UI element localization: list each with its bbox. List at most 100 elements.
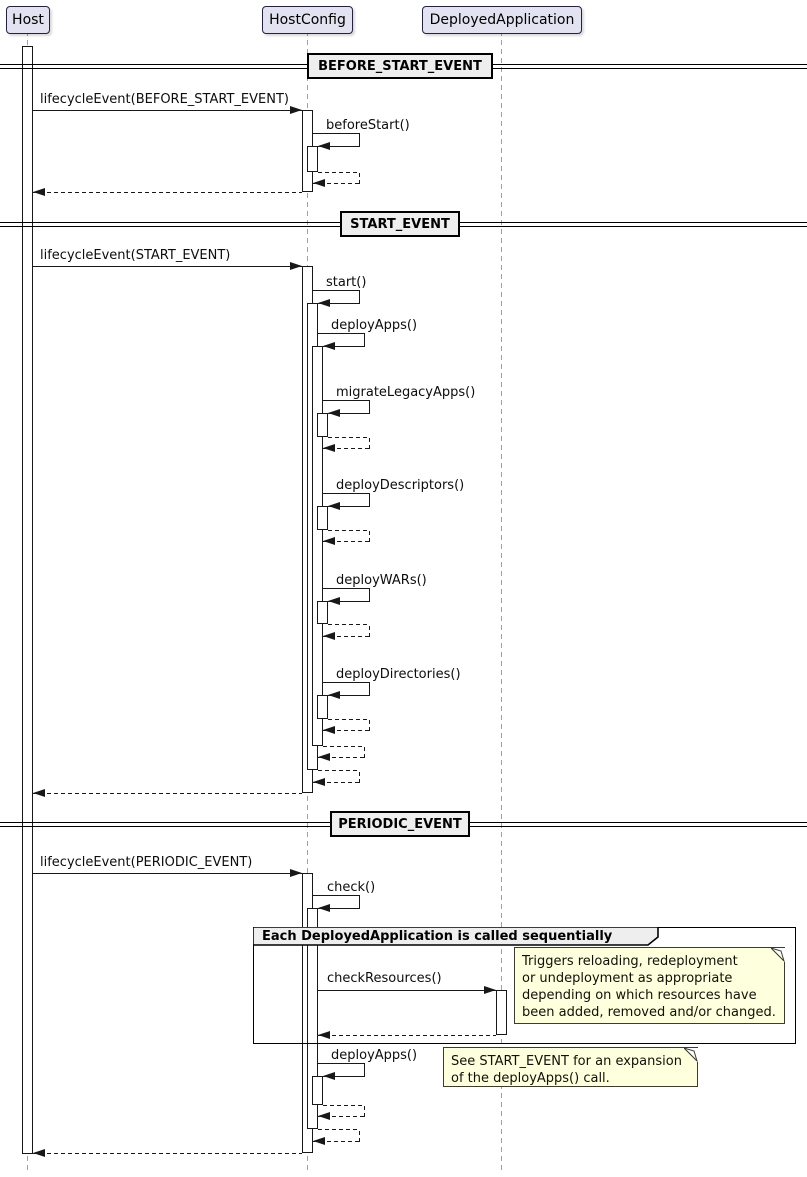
message-arrowhead [323, 1072, 335, 1080]
message-arrowhead [33, 789, 45, 797]
message-arrowhead [318, 904, 330, 912]
message-line [359, 895, 361, 909]
message-arrowhead [33, 188, 45, 196]
message-line [33, 873, 302, 875]
message-arrowhead [318, 1031, 330, 1039]
message-line [369, 493, 371, 507]
message-line [33, 110, 302, 112]
message-line [328, 506, 369, 508]
message-label: checkResources() [327, 971, 442, 986]
message-line [323, 1076, 364, 1078]
message-arrowhead [328, 691, 340, 699]
message-label: deployWARs() [336, 573, 427, 588]
message-arrowhead [323, 726, 335, 734]
message-line [364, 1063, 366, 1077]
message-line [318, 770, 359, 772]
message-arrowhead [290, 262, 302, 270]
message-line [33, 1153, 302, 1155]
message-line [318, 1116, 364, 1118]
message-line [318, 172, 359, 174]
message-arrowhead [323, 537, 335, 545]
message-arrowhead [484, 986, 496, 994]
message-line [328, 695, 369, 697]
message-line [318, 1063, 364, 1065]
message-arrowhead [318, 1112, 330, 1120]
message-label: migrateLegacyApps() [336, 385, 476, 400]
note-text-line: been added, removed and/or changed. [522, 1005, 776, 1020]
message-line [318, 908, 359, 910]
message-arrowhead [313, 1137, 325, 1145]
note-fold-corner [683, 1047, 698, 1066]
message-line [318, 1129, 359, 1131]
message-arrowhead [323, 342, 335, 350]
message-line [323, 682, 369, 684]
activation-deploywars [317, 601, 328, 624]
note-fold-corner [770, 947, 785, 966]
message-line [369, 400, 371, 414]
message-arrowhead [290, 869, 302, 877]
activation-migratelegacyapps [317, 413, 328, 437]
note-text-line: Triggers reloading, redeployment [522, 954, 738, 969]
message-line [369, 682, 371, 696]
message-line [323, 730, 369, 732]
message-line [359, 770, 361, 783]
participant-box-deployedapplication: DeployedApplication [422, 6, 582, 34]
activation-deployapps-start [312, 346, 323, 746]
message-arrowhead [323, 632, 335, 640]
message-arrowhead [290, 106, 302, 114]
message-label: check() [327, 880, 376, 895]
message-line [323, 541, 369, 543]
message-line [369, 437, 371, 449]
message-line [323, 493, 369, 495]
message-line [328, 719, 369, 721]
message-line [318, 333, 364, 335]
note-text-line: depending on which resources have [522, 988, 757, 1003]
divider-periodic_event: PERIODIC_EVENT [330, 811, 470, 837]
activation-checkresources-da [496, 990, 507, 1035]
message-line [359, 172, 361, 184]
message-arrowhead [328, 409, 340, 417]
message-line [328, 601, 369, 603]
divider-start_event: START_EVENT [340, 211, 460, 237]
participant-box-hostconfig: HostConfig [262, 6, 353, 34]
message-line [369, 530, 371, 542]
message-line [323, 636, 369, 638]
message-line [318, 146, 359, 148]
message-line [318, 990, 496, 992]
activation-deploydescriptors [317, 506, 328, 530]
message-line [318, 303, 359, 305]
message-label: beforeStart() [326, 118, 410, 133]
note: Triggers reloading, redeployment or undep… [514, 947, 785, 1024]
divider-before_start_event: BEFORE_START_EVENT [307, 53, 493, 79]
message-line [323, 1105, 364, 1107]
message-line [313, 782, 359, 784]
group-header [252, 926, 662, 947]
note-text-line: of the deployApps() call. [451, 1071, 610, 1086]
message-arrowhead [313, 179, 325, 187]
message-line [369, 719, 371, 731]
message-line [323, 400, 369, 402]
message-label: deployDescriptors() [336, 478, 465, 493]
message-line [313, 895, 359, 897]
message-line [313, 290, 359, 292]
message-arrowhead [318, 299, 330, 307]
lifeline-deployedapplication [501, 34, 502, 1170]
message-line [33, 793, 302, 795]
message-line [323, 346, 364, 348]
activation-deployapps-periodic [312, 1076, 323, 1105]
participant-box-host: Host [6, 6, 50, 34]
message-arrowhead [328, 597, 340, 605]
message-label: lifecycleEvent(START_EVENT) [40, 248, 231, 263]
message-line [323, 746, 364, 748]
message-arrowhead [328, 502, 340, 510]
message-line [359, 290, 361, 304]
message-line [33, 192, 302, 194]
message-line [328, 624, 369, 626]
activation-deploydirectories [317, 695, 328, 719]
message-label: start() [326, 275, 367, 290]
message-arrowhead [313, 778, 325, 786]
note-text-line: or undeployment as appropriate [522, 971, 733, 986]
message-arrowhead [323, 444, 335, 452]
message-line [33, 266, 302, 268]
